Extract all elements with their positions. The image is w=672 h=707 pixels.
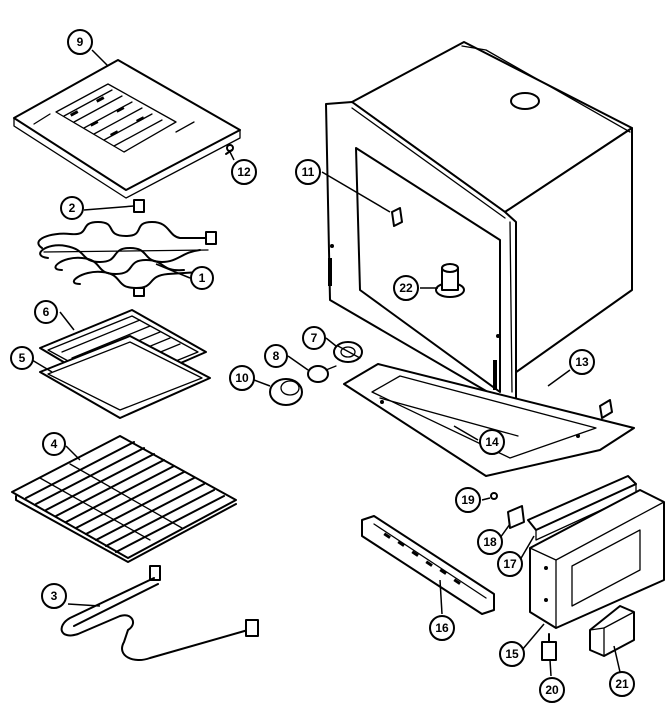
callout-20: 20 xyxy=(539,677,565,703)
callout-13: 13 xyxy=(569,349,595,375)
callout-12: 12 xyxy=(231,159,257,185)
svg-text:4: 4 xyxy=(51,437,58,451)
svg-text:11: 11 xyxy=(302,165,315,179)
svg-text:1: 1 xyxy=(199,271,206,285)
callout-4: 4 xyxy=(42,432,66,456)
callout-21: 21 xyxy=(609,671,635,697)
svg-text:8: 8 xyxy=(273,349,280,363)
svg-text:14: 14 xyxy=(485,435,499,449)
part-20-leveling-leg xyxy=(541,633,557,661)
svg-text:7: 7 xyxy=(311,331,318,345)
part-8-bulb xyxy=(307,365,337,383)
svg-text:12: 12 xyxy=(237,165,251,179)
callout-19: 19 xyxy=(455,487,481,513)
callout-14: 14 xyxy=(479,429,505,455)
callout-5: 5 xyxy=(10,346,34,370)
callout-6: 6 xyxy=(34,300,58,324)
part-9-broiler-plate xyxy=(13,59,241,199)
part-7-lamp-socket xyxy=(333,341,363,363)
svg-text:13: 13 xyxy=(575,355,589,369)
callout-2: 2 xyxy=(60,196,84,220)
callout-8: 8 xyxy=(264,344,288,368)
part-2-element-bracket xyxy=(133,199,145,213)
svg-text:9: 9 xyxy=(77,35,84,49)
part-10-lens-cover xyxy=(269,378,303,406)
svg-text:22: 22 xyxy=(399,281,413,295)
svg-text:10: 10 xyxy=(235,371,249,385)
callout-16: 16 xyxy=(429,615,455,641)
part-1-broil-element xyxy=(37,221,217,297)
svg-text:17: 17 xyxy=(503,557,517,571)
part-21-anti-tip-bracket xyxy=(589,605,635,657)
part-22-light-socket xyxy=(435,263,465,298)
callout-3: 3 xyxy=(41,583,67,609)
svg-text:20: 20 xyxy=(545,683,559,697)
part-15-side-bracket xyxy=(529,489,665,629)
part-12-screw xyxy=(225,144,234,155)
callout-10: 10 xyxy=(229,365,255,391)
svg-text:21: 21 xyxy=(615,677,629,691)
part-16-front-panel xyxy=(361,515,495,615)
callout-18: 18 xyxy=(477,529,503,555)
part-18-clip xyxy=(507,505,525,529)
part-11-bracket xyxy=(391,207,403,227)
svg-text:6: 6 xyxy=(43,305,50,319)
svg-text:3: 3 xyxy=(51,589,58,603)
svg-text:18: 18 xyxy=(483,535,497,549)
part-13-bottom-panel xyxy=(343,363,635,477)
svg-text:19: 19 xyxy=(461,493,475,507)
callout-17: 17 xyxy=(497,551,523,577)
leader-lines xyxy=(31,49,621,677)
callout-9: 9 xyxy=(67,29,93,55)
svg-text:2: 2 xyxy=(69,201,76,215)
part-17-rail xyxy=(527,475,637,541)
svg-text:15: 15 xyxy=(505,647,519,661)
callout-22: 22 xyxy=(393,275,419,301)
callout-11: 11 xyxy=(295,159,321,185)
callout-1: 1 xyxy=(190,266,214,290)
part-5-broil-pan xyxy=(39,335,211,419)
callout-7: 7 xyxy=(302,326,326,350)
oven-cavity xyxy=(325,41,633,411)
part-4-oven-rack xyxy=(11,435,237,563)
part-3-bake-element xyxy=(60,565,259,661)
part-19-screw xyxy=(490,492,498,500)
svg-text:16: 16 xyxy=(435,621,449,635)
svg-text:5: 5 xyxy=(19,351,26,365)
callout-15: 15 xyxy=(499,641,525,667)
